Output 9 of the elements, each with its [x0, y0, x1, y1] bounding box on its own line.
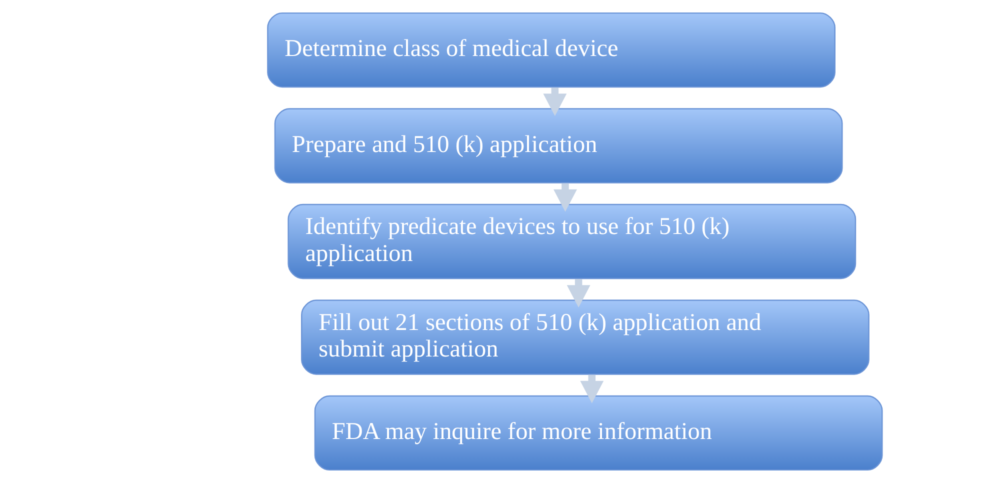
- node-box: Fill out 21 sections of 510 (k) application and submit application: [301, 300, 870, 375]
- node-box: Prepare and 510 (k) application: [274, 108, 843, 184]
- node-box: FDA may inquire for more information: [314, 395, 883, 471]
- arrow: [580, 374, 604, 404]
- arrow: [554, 183, 577, 212]
- node-box: Identify predicate devices to use for 510 (k) application: [288, 204, 856, 280]
- arrow: [566, 279, 590, 308]
- arrow: [543, 88, 567, 116]
- node-box: Determine class of medical device: [267, 12, 836, 88]
